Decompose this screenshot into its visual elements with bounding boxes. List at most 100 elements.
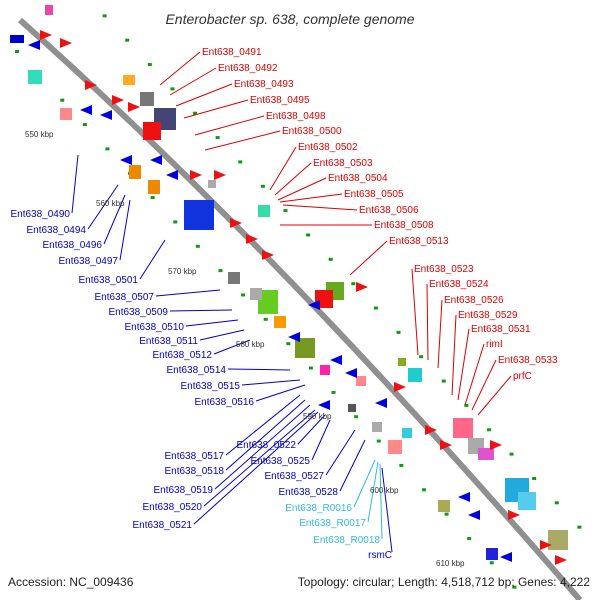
tick-mark xyxy=(241,293,246,297)
gene-box xyxy=(548,530,568,550)
gene-box xyxy=(274,316,286,328)
label-leader xyxy=(437,299,443,369)
forward-gene-arrow xyxy=(425,425,437,435)
label-leader xyxy=(204,130,281,151)
forward-gene-arrow xyxy=(440,440,452,450)
tick-mark xyxy=(15,50,19,53)
label-leader xyxy=(426,283,429,361)
label-leader xyxy=(282,204,358,211)
tick-mark xyxy=(351,282,356,286)
gene-box xyxy=(45,5,53,15)
label-leader xyxy=(464,343,485,406)
label-leader xyxy=(103,194,126,245)
tick-mark xyxy=(486,428,491,432)
gene-features xyxy=(10,5,568,565)
gene-label: Ent638_0497 xyxy=(58,256,118,267)
label-leader xyxy=(471,359,497,411)
tick-mark xyxy=(82,123,87,127)
genome-backbone xyxy=(18,17,583,600)
gene-box xyxy=(148,180,160,194)
gene-label: Ent638_0502 xyxy=(298,142,358,153)
gene-box xyxy=(208,180,216,188)
gene-label: Ent638_0517 xyxy=(164,451,224,462)
forward-gene-arrow xyxy=(246,234,258,244)
reverse-gene-arrow xyxy=(308,300,320,310)
gene-box xyxy=(402,428,412,438)
gene-label: Ent638_0496 xyxy=(42,240,102,251)
label-leader xyxy=(183,99,249,119)
forward-gene-arrow xyxy=(230,218,242,228)
label-leader xyxy=(367,461,379,523)
gene-label: Ent638_0533 xyxy=(498,355,558,366)
gene-label: Ent638_0492 xyxy=(218,63,278,74)
label-leader xyxy=(379,463,383,540)
gene-label: Ent638_0519 xyxy=(153,485,213,496)
label-leader xyxy=(185,319,239,327)
gene-label: Ent638_0491 xyxy=(202,47,262,58)
gene-box xyxy=(518,492,536,510)
tick-mark xyxy=(306,233,311,237)
tick-mark xyxy=(373,306,378,310)
gene-label: Ent638_0512 xyxy=(152,350,212,361)
gene-box xyxy=(258,290,278,314)
label-leader xyxy=(193,411,319,525)
label-leader xyxy=(279,193,343,203)
label-leader xyxy=(175,83,233,107)
label-leader xyxy=(225,399,306,471)
gene-label: Ent638_0531 xyxy=(471,324,531,335)
gene-label: Ent638_0495 xyxy=(250,95,310,106)
label-leader xyxy=(169,309,233,312)
gene-label: Ent638_0503 xyxy=(313,158,373,169)
gene-box xyxy=(295,338,315,358)
label-leader xyxy=(225,394,301,456)
label-leader xyxy=(457,328,470,401)
label-leader xyxy=(203,409,316,507)
gene-box xyxy=(143,122,161,140)
gene-label: Ent638_R0016 xyxy=(285,503,352,514)
label-leader xyxy=(214,404,311,490)
label-leader xyxy=(227,368,291,371)
gene-label: Ent638_0493 xyxy=(234,79,294,90)
tick-label: 580 kbp xyxy=(236,340,265,349)
tick-mark xyxy=(260,184,265,188)
reverse-gene-arrow xyxy=(166,170,178,180)
gene-label: rimI xyxy=(486,339,503,350)
label-leader xyxy=(139,239,166,280)
tick-mark xyxy=(238,160,243,164)
reverse-gene-arrow xyxy=(468,510,480,520)
gene-box xyxy=(123,75,135,85)
reverse-gene-labels: Ent638_0490 Ent638_0494 Ent638_0496 Ent6… xyxy=(10,209,338,531)
reverse-gene-arrow xyxy=(330,355,342,365)
gene-label: Ent638_R0017 xyxy=(299,518,366,529)
label-leader xyxy=(255,384,306,402)
label-leader xyxy=(274,162,312,196)
gene-box xyxy=(356,376,366,386)
tick-mark xyxy=(328,257,333,261)
tick-mark xyxy=(444,512,449,516)
rna-gene-labels: Ent638_R0016 Ent638_R0017 Ent638_R0018 xyxy=(285,503,380,546)
forward-gene-arrow xyxy=(262,250,274,260)
gene-label: Ent638_0529 xyxy=(458,310,518,321)
map-title: Enterobacter sp. 638, complete genome xyxy=(165,11,414,27)
tick-mark xyxy=(464,403,469,407)
gene-label: Ent638_0508 xyxy=(374,220,434,231)
tick-mark xyxy=(577,525,582,529)
tick-mark xyxy=(532,476,537,480)
tick-mark xyxy=(308,366,313,370)
forward-gene-arrow xyxy=(508,510,520,520)
tick-mark xyxy=(421,488,426,492)
tick-mark xyxy=(399,463,404,467)
tick-label: 560 kbp xyxy=(96,199,125,208)
gene-label: Ent638_0514 xyxy=(166,365,226,376)
gene-box xyxy=(250,288,262,300)
gene-label: Ent638_0526 xyxy=(444,295,504,306)
label-leader xyxy=(277,177,327,201)
gene-label: Ent638_0505 xyxy=(344,189,404,200)
forward-gene-arrow xyxy=(540,540,552,550)
label-leader xyxy=(199,329,245,341)
tick-mark xyxy=(286,342,291,346)
gene-label: Ent638_0525 xyxy=(250,456,310,467)
bottom-gene-labels: rsmC xyxy=(368,550,392,561)
gene-box xyxy=(60,108,72,120)
